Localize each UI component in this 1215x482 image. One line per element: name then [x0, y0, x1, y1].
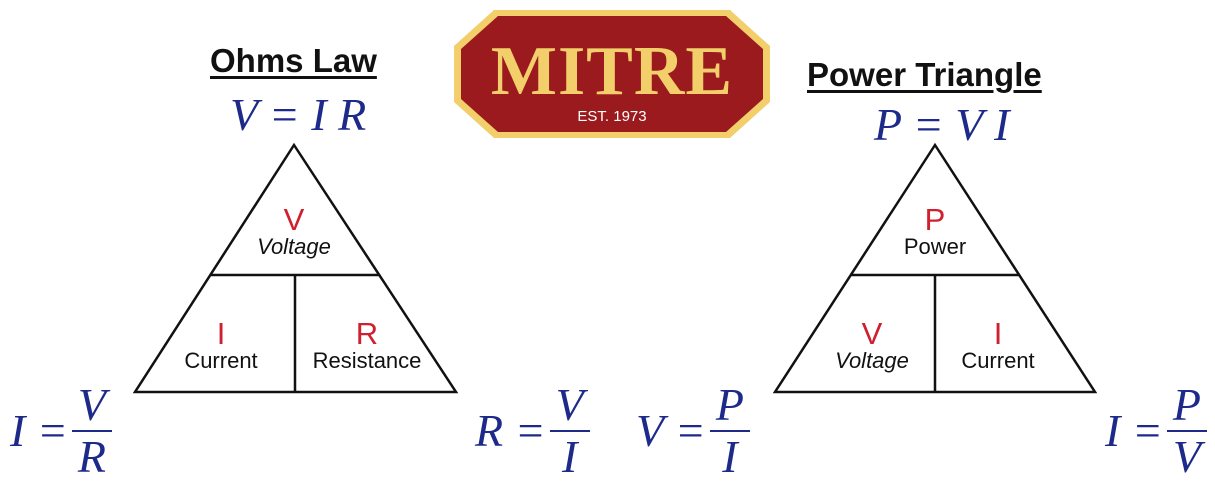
ohms-top-label: Voltage — [257, 234, 331, 259]
power-top-cell: P Power — [885, 204, 985, 259]
ohms-eq-right-lhs: R = — [475, 405, 546, 456]
power-title: Power Triangle — [807, 56, 1042, 93]
power-left-label: Voltage — [835, 348, 909, 373]
ohms-formula: V = I R — [230, 89, 367, 140]
logo-red-badge — [461, 16, 763, 132]
power-left-symbol: V — [861, 316, 883, 351]
power-top-label: Power — [903, 234, 967, 259]
ohms-right-cell: R Resistance — [300, 318, 434, 373]
ohms-right-symbol: R — [355, 316, 379, 351]
fraction-bar — [709, 430, 750, 432]
ohms-left-cell: I Current — [165, 318, 277, 373]
ohms-left-symbol: I — [216, 316, 226, 351]
power-equation-voltage: V = P I — [636, 382, 750, 480]
power-eq-right-numerator: P — [1172, 379, 1201, 430]
ohms-eq-left-numerator: V — [77, 379, 106, 430]
power-eq-left-numerator: P — [715, 379, 744, 430]
ohms-eq-left-lhs: I = — [10, 405, 68, 456]
power-left-cell: V Voltage — [817, 318, 927, 373]
ohms-eq-right-numerator: V — [555, 379, 584, 430]
fraction-bar — [71, 430, 112, 432]
logo-est: EST. 1973 — [577, 108, 646, 125]
ohms-top-symbol: V — [283, 202, 305, 237]
power-eq-left-denominator: I — [722, 431, 738, 482]
power-eq-right-lhs: I = — [1105, 405, 1163, 456]
power-right-symbol: I — [993, 316, 1003, 351]
power-eq-left-lhs: V = — [636, 405, 706, 456]
fraction-bar — [1166, 430, 1207, 432]
power-formula: P = V I — [874, 99, 1010, 150]
ohms-eq-right-denominator: I — [562, 431, 578, 482]
ohms-equation-resistance: R = V I — [475, 382, 590, 480]
ohms-top-cell: V Voltage — [244, 204, 344, 259]
mitre-logo: MITRE EST. 1973 — [454, 10, 770, 138]
ohms-equation-current: I = V R — [10, 382, 112, 480]
fraction-bar — [549, 430, 590, 432]
power-equation-current: I = P V — [1105, 382, 1207, 480]
ohms-eq-left-denominator: R — [77, 431, 106, 482]
ohms-left-label: Current — [184, 348, 258, 373]
power-right-label: Current — [961, 348, 1035, 373]
power-right-cell: I Current — [942, 318, 1054, 373]
logo-word: MITRE — [491, 33, 733, 110]
ohms-title: Ohms Law — [210, 42, 377, 79]
power-top-symbol: P — [924, 202, 946, 237]
power-eq-right-denominator: V — [1172, 431, 1201, 482]
ohms-right-label: Resistance — [312, 348, 422, 373]
